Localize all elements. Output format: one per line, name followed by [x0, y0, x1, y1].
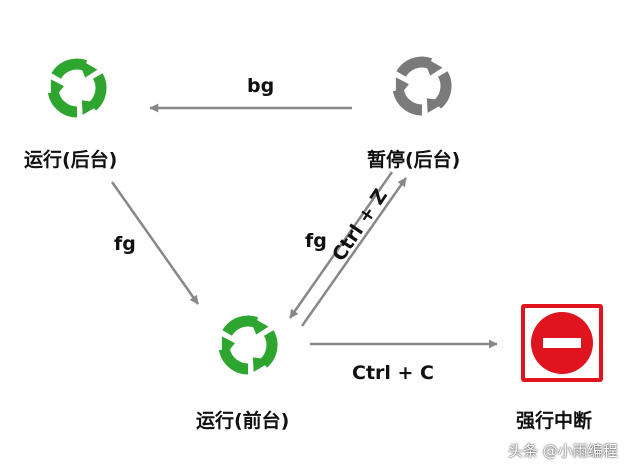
edge-fg-right-label: fg	[305, 230, 327, 252]
watermark-text: 头条 @小雨编程	[508, 442, 618, 460]
running-background-label: 运行(后台)	[24, 149, 118, 171]
no-entry-icon	[521, 304, 603, 382]
edge-bg-label: bg	[247, 75, 275, 97]
stopped-background-cycle-icon	[386, 56, 458, 119]
running-foreground-label: 运行(前台)	[196, 410, 290, 432]
running-background-cycle-icon	[41, 58, 113, 121]
edge-fg-right-arrow	[288, 171, 394, 319]
edge-ctrl-c-label: Ctrl + C	[352, 362, 435, 384]
running-foreground-cycle-icon	[212, 315, 284, 378]
edge-ctrl-z-arrow	[300, 177, 408, 327]
edge-fg-left-label: fg	[114, 233, 136, 255]
edge-fg-left-arrow	[110, 181, 200, 305]
stopped-background-label: 暂停(后台)	[367, 149, 461, 171]
terminated-label: 强行中断	[516, 410, 593, 432]
